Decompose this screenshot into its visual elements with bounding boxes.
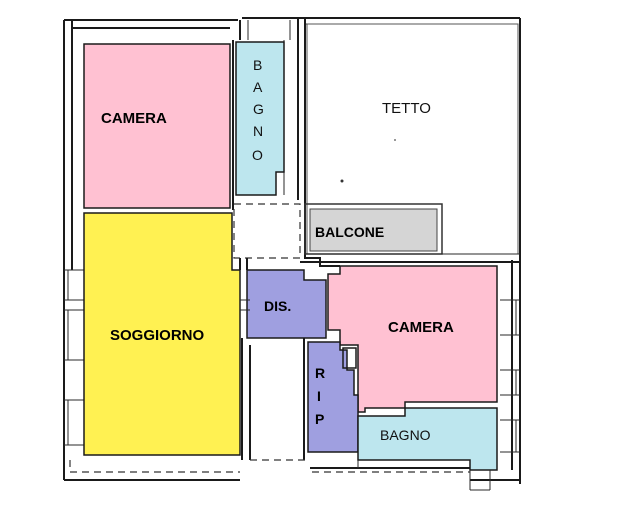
label-rip-letter: P	[315, 411, 324, 427]
label-bagno-bottom: BAGNO	[380, 427, 431, 443]
label-soggiorno: SOGGIORNO	[110, 327, 205, 344]
label-camera-top: CAMERA	[101, 110, 167, 127]
room-dis	[246, 269, 327, 339]
room-camera-top	[83, 43, 231, 209]
label-bagno-top: B A G N O	[252, 57, 264, 163]
label-bagno-letter: A	[253, 79, 263, 95]
right-windows	[500, 299, 520, 453]
label-bagno-letter: B	[253, 57, 262, 73]
room-bagno-bottom	[357, 407, 498, 471]
label-dis: DIS.	[264, 298, 291, 314]
tetto-dot	[340, 179, 344, 183]
left-windows	[64, 269, 84, 446]
label-camera-right: CAMERA	[388, 319, 454, 336]
label-rip-letter: R	[315, 365, 325, 381]
room-bagno-top	[235, 41, 285, 196]
label-bagno-letter: G	[253, 101, 264, 117]
room-rip	[307, 341, 359, 453]
tetto-dot	[394, 139, 396, 141]
label-rip: R I P	[315, 365, 325, 427]
label-rip-letter: I	[317, 388, 321, 404]
inner-walls	[239, 253, 520, 468]
room-balcone	[309, 208, 438, 252]
bottom-step	[469, 470, 491, 491]
label-bagno-letter: O	[252, 147, 263, 163]
label-tetto: TETTO	[382, 100, 431, 117]
outer-walls	[63, 17, 521, 484]
label-balcone: BALCONE	[315, 224, 384, 240]
rip-closet	[342, 347, 357, 369]
label-bagno-letter: N	[253, 123, 263, 139]
